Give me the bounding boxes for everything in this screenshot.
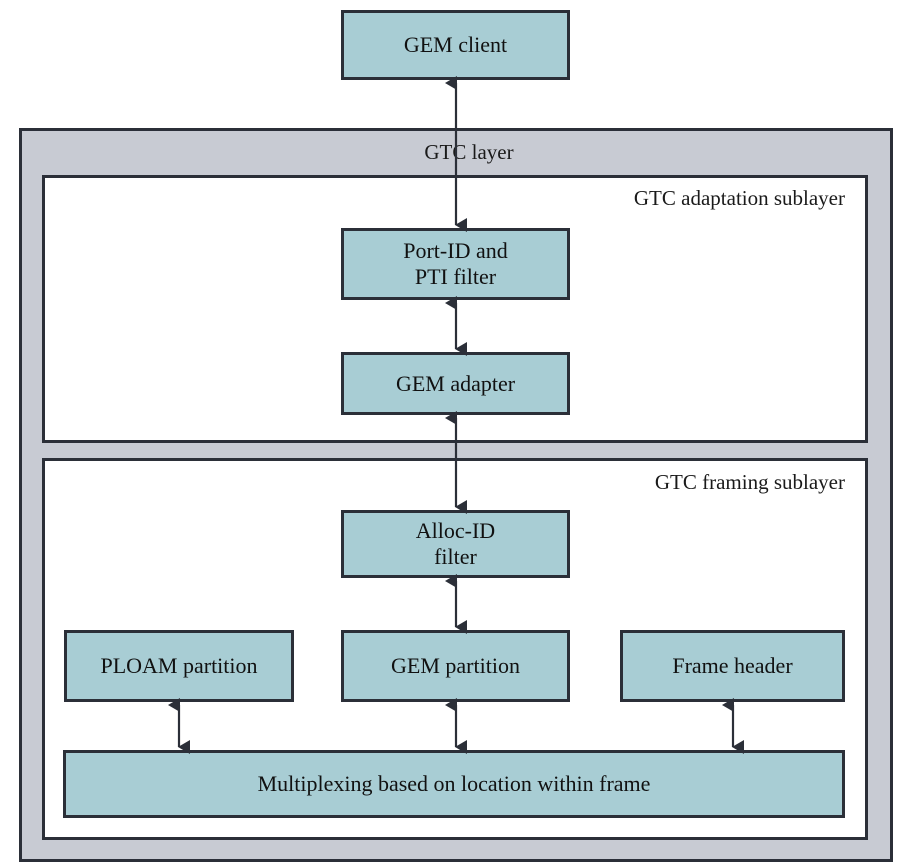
node-port-id-pti-filter-label-line1: Port-ID and bbox=[403, 238, 508, 264]
gtc-framing-sublayer-title: GTC framing sublayer bbox=[654, 470, 845, 494]
node-gem-partition[interactable]: GEM partition bbox=[341, 630, 570, 702]
node-port-id-pti-filter-label-line2: PTI filter bbox=[414, 264, 497, 289]
node-gem-partition-label: GEM partition bbox=[391, 653, 520, 679]
node-alloc-id-filter-label-line2: filter bbox=[434, 544, 477, 569]
node-multiplexing-label: Multiplexing based on location within fr… bbox=[257, 771, 651, 797]
node-gem-adapter[interactable]: GEM adapter bbox=[341, 352, 570, 415]
node-multiplexing[interactable]: Multiplexing based on location within fr… bbox=[63, 750, 845, 818]
node-frame-header-label: Frame header bbox=[672, 653, 793, 679]
node-alloc-id-filter[interactable]: Alloc-ID filter bbox=[341, 510, 570, 578]
node-gem-adapter-label: GEM adapter bbox=[395, 370, 516, 396]
node-gem-client-label: GEM client bbox=[403, 32, 508, 58]
node-ploam-partition-label: PLOAM partition bbox=[100, 653, 258, 679]
node-frame-header[interactable]: Frame header bbox=[620, 630, 845, 702]
gtc-layer-title: GTC layer bbox=[424, 140, 514, 164]
gtc-adaptation-sublayer-title: GTC adaptation sublayer bbox=[633, 186, 845, 210]
node-alloc-id-filter-label-line1: Alloc-ID bbox=[415, 518, 496, 544]
node-port-id-pti-filter[interactable]: Port-ID and PTI filter bbox=[341, 228, 570, 300]
node-gem-client[interactable]: GEM client bbox=[341, 10, 570, 80]
node-ploam-partition[interactable]: PLOAM partition bbox=[64, 630, 294, 702]
